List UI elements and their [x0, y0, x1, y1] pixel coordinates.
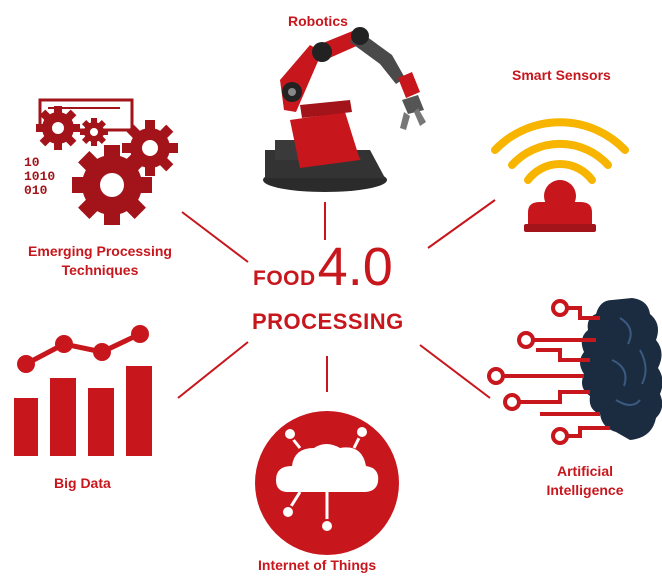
center-title-top: FOOD4.0 — [253, 240, 393, 294]
connector-big-data — [177, 341, 249, 399]
connector-lines — [177, 199, 496, 399]
connector-emerging — [181, 211, 249, 263]
gears-binary-icon: 10 1010 010 — [24, 98, 178, 225]
connector-ai — [419, 344, 491, 399]
cloud-network-icon — [255, 411, 399, 555]
center-food-text: FOOD — [253, 267, 316, 290]
wireless-sensor-icon — [491, 118, 629, 184]
label-robotics: Robotics — [288, 13, 348, 29]
label-ai-line2: Intelligence — [546, 482, 624, 498]
bar-chart-trend-icon — [14, 325, 152, 456]
circuit-brain-icon — [487, 298, 662, 445]
label-ai-line1: Artificial — [556, 463, 613, 479]
binary-row-2: 1010 — [24, 169, 55, 184]
label-big-data: Big Data — [54, 475, 111, 491]
label-iot: Internet of Things — [258, 557, 377, 573]
robot-arm-icon — [263, 27, 426, 192]
binary-row-3: 010 — [24, 183, 48, 198]
sensor-dome — [524, 180, 596, 232]
connector-smart-sensors — [427, 199, 496, 249]
label-smart-sensors: Smart Sensors — [512, 67, 611, 83]
center-processing-text: PROCESSING — [252, 309, 404, 334]
label-emerging-line1: Emerging Processing — [28, 243, 172, 259]
label-emerging-line2: Techniques — [61, 262, 139, 278]
center-version-text: 4.0 — [317, 237, 393, 297]
binary-row-1: 10 — [24, 155, 40, 170]
